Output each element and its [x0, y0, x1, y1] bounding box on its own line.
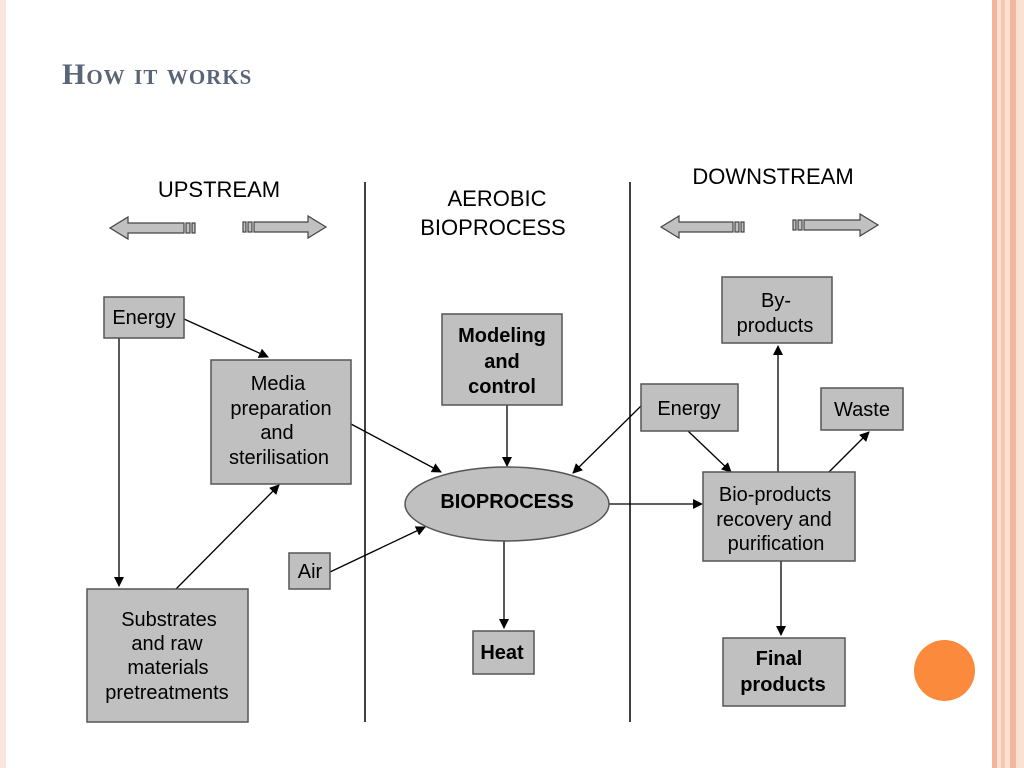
left-stripe	[0, 0, 6, 768]
node-substrates-label-3: materials	[127, 657, 208, 679]
node-modeling-label-2: and	[484, 351, 520, 373]
node-final-label-1: Final	[756, 648, 803, 670]
node-byproducts-label-2: products	[737, 315, 814, 337]
section-aerobic-line1: AEROBIC	[447, 186, 546, 211]
node-modeling-label-1: Modeling	[458, 325, 546, 347]
node-byproducts-label-1: By-	[761, 290, 791, 312]
node-substrates-box	[86, 588, 249, 723]
node-final-label-2: products	[740, 674, 826, 696]
node-bioprocess-ellipse	[404, 466, 610, 542]
node-media-label-1: Media	[251, 373, 306, 395]
edge-air-to-bioprocess	[329, 526, 426, 573]
node-substrates-label-4: pretreatments	[105, 682, 228, 704]
section-downstream: DOWNSTREAM	[692, 164, 853, 189]
slide-title: How it works	[62, 58, 253, 91]
downstream-left-arrow-icon	[659, 214, 745, 240]
node-recovery-box	[702, 471, 856, 562]
node-media-box	[210, 359, 352, 485]
node-energy-upstream-box	[103, 296, 185, 339]
node-modeling-box	[441, 313, 563, 406]
node-byproducts-box	[721, 276, 833, 344]
section-upstream: UPSTREAM	[158, 177, 280, 202]
edge-recovery-to-waste	[828, 431, 870, 473]
downstream-right-arrow-icon	[792, 212, 880, 238]
section-aerobic-line2: BIOPROCESS	[420, 215, 565, 240]
node-modeling-label-3: control	[468, 376, 536, 398]
node-air-box	[288, 552, 331, 590]
upstream-right-arrow-icon	[242, 214, 328, 240]
node-recovery-label-1: Bio-products	[719, 484, 831, 506]
accent-circle	[914, 640, 975, 701]
node-energy-downstream-label: Energy	[657, 398, 720, 420]
side-stripe-3	[1010, 0, 1016, 768]
node-waste-box	[820, 387, 904, 431]
node-heat-label: Heat	[480, 642, 524, 664]
side-stripe-outer	[994, 0, 1024, 768]
node-substrates-label-1: Substrates	[121, 609, 217, 631]
node-final-box	[722, 637, 846, 707]
node-substrates-label-2: and raw	[131, 633, 203, 655]
node-media-label-3: and	[260, 422, 293, 444]
node-heat-box	[472, 630, 535, 675]
side-stripe-1	[992, 0, 997, 768]
node-energy-downstream-box	[640, 383, 739, 432]
node-media-label-2: preparation	[230, 398, 331, 420]
node-recovery-label-2: recovery and	[716, 509, 832, 531]
node-bioprocess-label: BIOPROCESS	[440, 491, 573, 513]
upstream-left-arrow-icon	[108, 215, 196, 241]
side-stripe-2	[1001, 0, 1005, 768]
node-recovery-label-3: purification	[728, 533, 825, 555]
edge-media-to-bioprocess	[350, 423, 442, 473]
node-media-label-4: sterilisation	[229, 447, 329, 469]
bioprocess-diagram: UPSTREAM AEROBIC BIOPROCESS DOWNSTREAM	[80, 158, 912, 724]
edge-energy-to-bioprocess	[572, 405, 642, 474]
node-waste-label: Waste	[834, 399, 890, 421]
edge-energy-to-recovery	[687, 430, 732, 473]
edge-substrates-to-media	[175, 484, 280, 590]
edge-energy-to-media	[183, 318, 269, 358]
node-energy-upstream-label: Energy	[112, 307, 175, 329]
node-air-label: Air	[298, 561, 323, 583]
